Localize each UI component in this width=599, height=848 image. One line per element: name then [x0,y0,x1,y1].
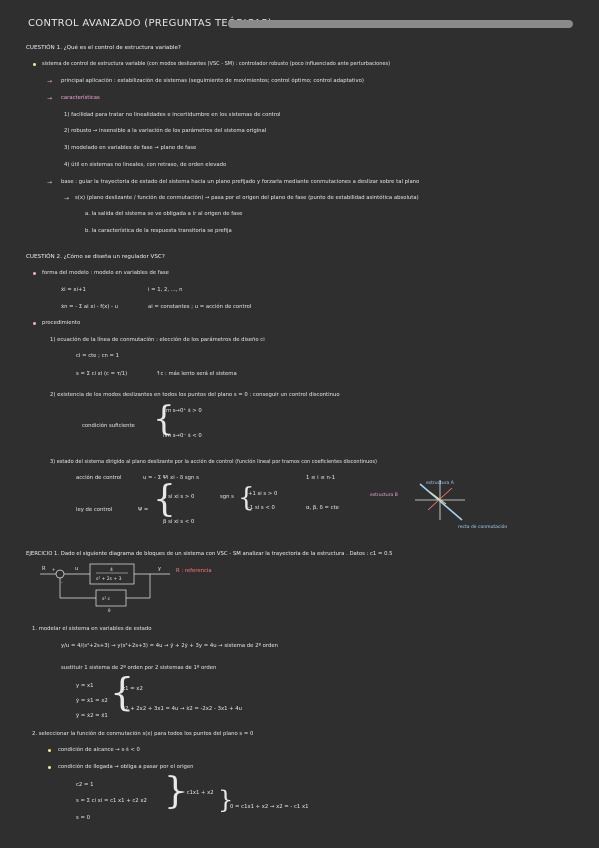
ex1-title: EJERCICIO 1. Dado el siguiente diagrama … [26,551,393,557]
switching-line-label: recta de conmutación [458,523,507,530]
q1-char-1: 1) facilidad para tratar no linealidades… [64,112,281,118]
page-title: CONTROL AVANZADO (PREGUNTAS TEÓRICAS) [28,18,272,29]
tf-denominator: s² + 2s + 3 [96,576,122,582]
ex1-p2-b: condición de llegada → obliga a pasar po… [58,764,194,770]
q1-sx: s(x) (plano deslizante / función de conm… [75,195,419,201]
q1-base: base : guiar la trayectoria de estado de… [61,179,420,185]
brace: { [238,483,255,513]
q2-step1-a: ci = cte ; cn = 1 [76,353,120,359]
ex1-p2-a: condición de alcance → s·ṡ < 0 [58,747,140,753]
brace: { [110,670,135,714]
q2-eq2-note: ai = constantes ; u = acción de control [148,304,252,310]
q1-char-title: características [61,95,100,101]
q2-step2: 2) existencia de los modos deslizantes e… [50,392,340,398]
q2-sgn-a: +1 si s > 0 [248,491,278,497]
arrow-icon: → [64,195,70,202]
summing-junction [55,569,65,579]
q2-sgn-label: sgn s [220,494,234,500]
brace: } [218,786,234,814]
bullet-dot [48,766,51,769]
structure-b-arrow [427,487,453,511]
q2-eq2: ẋn = - Σ ai xi - f(x) - u [61,304,118,310]
q2-law-label: ley de control [76,507,113,513]
bullet-dot [48,749,51,752]
q1-sx-a: a. la salida del sistema se ve obligada … [85,211,243,217]
fb-theta-label: θ [108,608,111,613]
q2-title: CUESTIÓN 2. ¿Cómo se diseña un regulador… [26,254,165,260]
ex1-p2: 2. seleccionar la función de conmutación… [32,731,254,737]
q2-action-eq: u = - Σ Ψi xi - δ sgn s [143,475,199,481]
q1-char-2: 2) robusto → insensible a la variación d… [64,128,267,134]
plus-sign: + [52,567,55,572]
q1-application: principal aplicación : estabilización de… [61,78,364,84]
q2-sgn-b: -1 si s < 0 [248,505,275,511]
block-diagram: R + - u 4 s² + 2s + 3 y s² c θ [40,563,170,613]
q2-beta-row: β si xi s < 0 [163,519,195,525]
ex1-sys-l1: y = x1 [76,683,94,689]
structure-a-arrow [429,491,447,505]
ex1-s-res: s = c1x1 + x2 [176,790,214,796]
q2-action-label: acción de control [76,475,122,481]
ex1-ref-note: R : referencia [176,568,212,574]
arrow-icon: → [47,78,53,85]
tf-numerator: 4 [110,567,113,573]
bullet-dot [33,272,36,275]
q2-cond-b: lim s→0⁻ ṡ < 0 [163,433,202,439]
feedback-block [95,589,127,607]
ex1-final: 0 = c1x1 + x2 → x2 = - c1 x1 [230,804,309,810]
ex1-sys-l3: ÿ = ẋ2 = ẍ1 [76,713,108,719]
arrow-icon: → [47,95,53,102]
q1-char-4: 4) útil en sistemas no lineales, con ret… [64,162,227,168]
q2-cond-label: condición suficiente [82,423,135,429]
ex1-c2: c2 = 1 [76,782,94,788]
ex1-p1-eq: y/u = 4/(s²+2s+3) → y(s²+2s+3) = 4u → ÿ … [61,643,278,649]
ex1-sys-r1: ẋ1 = x2 [122,686,143,692]
title-highlight-bar [228,20,573,28]
structure-b-label: estructura B [370,492,398,498]
bullet-dot [33,63,36,66]
block-r-label: R [42,566,46,572]
ex1-s-sum: s = Σ ci xi = c1 x1 + c2 x2 [76,798,147,804]
brace: } [164,771,187,812]
q1-char-3: 3) modelado en variables de fase → plano… [64,145,197,151]
q2-eq1-note: i = 1, 2, ..., n [148,287,183,293]
q2-step1-b: s = Σ ci xi (c = τ/1) [76,371,128,377]
ex1-sys-r2: ẍ2 + 2x2 + 3x1 = 4u → ẋ2 = -2x2 - 3x1 + … [122,706,242,712]
ex1-p1-sub: sustituir 1 sistema de 2º orden por 2 si… [61,665,217,671]
q2-consts: α, β, δ = cte [306,505,339,511]
bullet-dot [33,322,36,325]
q2-action-note: 1 ≤ i ≤ n-1 [306,475,336,481]
block-y-label: y [158,566,161,572]
q2-alpha-row: α si xi s > 0 [163,494,195,500]
q2-cond-a: lim s→0⁺ ṡ > 0 [163,408,202,414]
minus-sign: - [61,580,63,585]
q1-title: CUESTIÓN 1. ¿Qué es el control de estruc… [26,45,181,51]
switching-line-diagram: estructura A estructura B recta de conmu… [370,480,507,530]
q1-sx-b: b. la característica de la respuesta tra… [85,228,232,234]
q2-step3: 3) estado del sistema dirigido al plano … [50,459,377,465]
q2-model-label: forma del modelo : modelo en variables d… [42,270,169,276]
ex1-p1: 1. modelar el sistema en variables de es… [32,626,152,632]
ex1-s0: s = 0 [76,815,90,821]
switching-line [419,483,463,521]
q2-proc-label: procedimiento [42,320,81,326]
structure-a-label: estructura A [426,480,455,486]
block-u-label: u [75,566,78,572]
arrow-icon: → [47,179,53,186]
q2-step1-note: ↑c : más lento será el sistema [156,371,237,377]
fb-block-label: s² c [102,597,111,602]
ex1-sys-l2: ẏ = ẋ1 = x2 [76,698,108,704]
q2-eq1: ẋi = xi+1 [61,287,86,293]
q2-psi: Ψ = [138,507,149,513]
q2-step1: 1) ecuación de la línea de conmutación :… [50,337,265,343]
brace: { [153,479,176,520]
brace: { [153,399,175,439]
q1-definition: sistema de control de estructura variabl… [42,61,391,67]
